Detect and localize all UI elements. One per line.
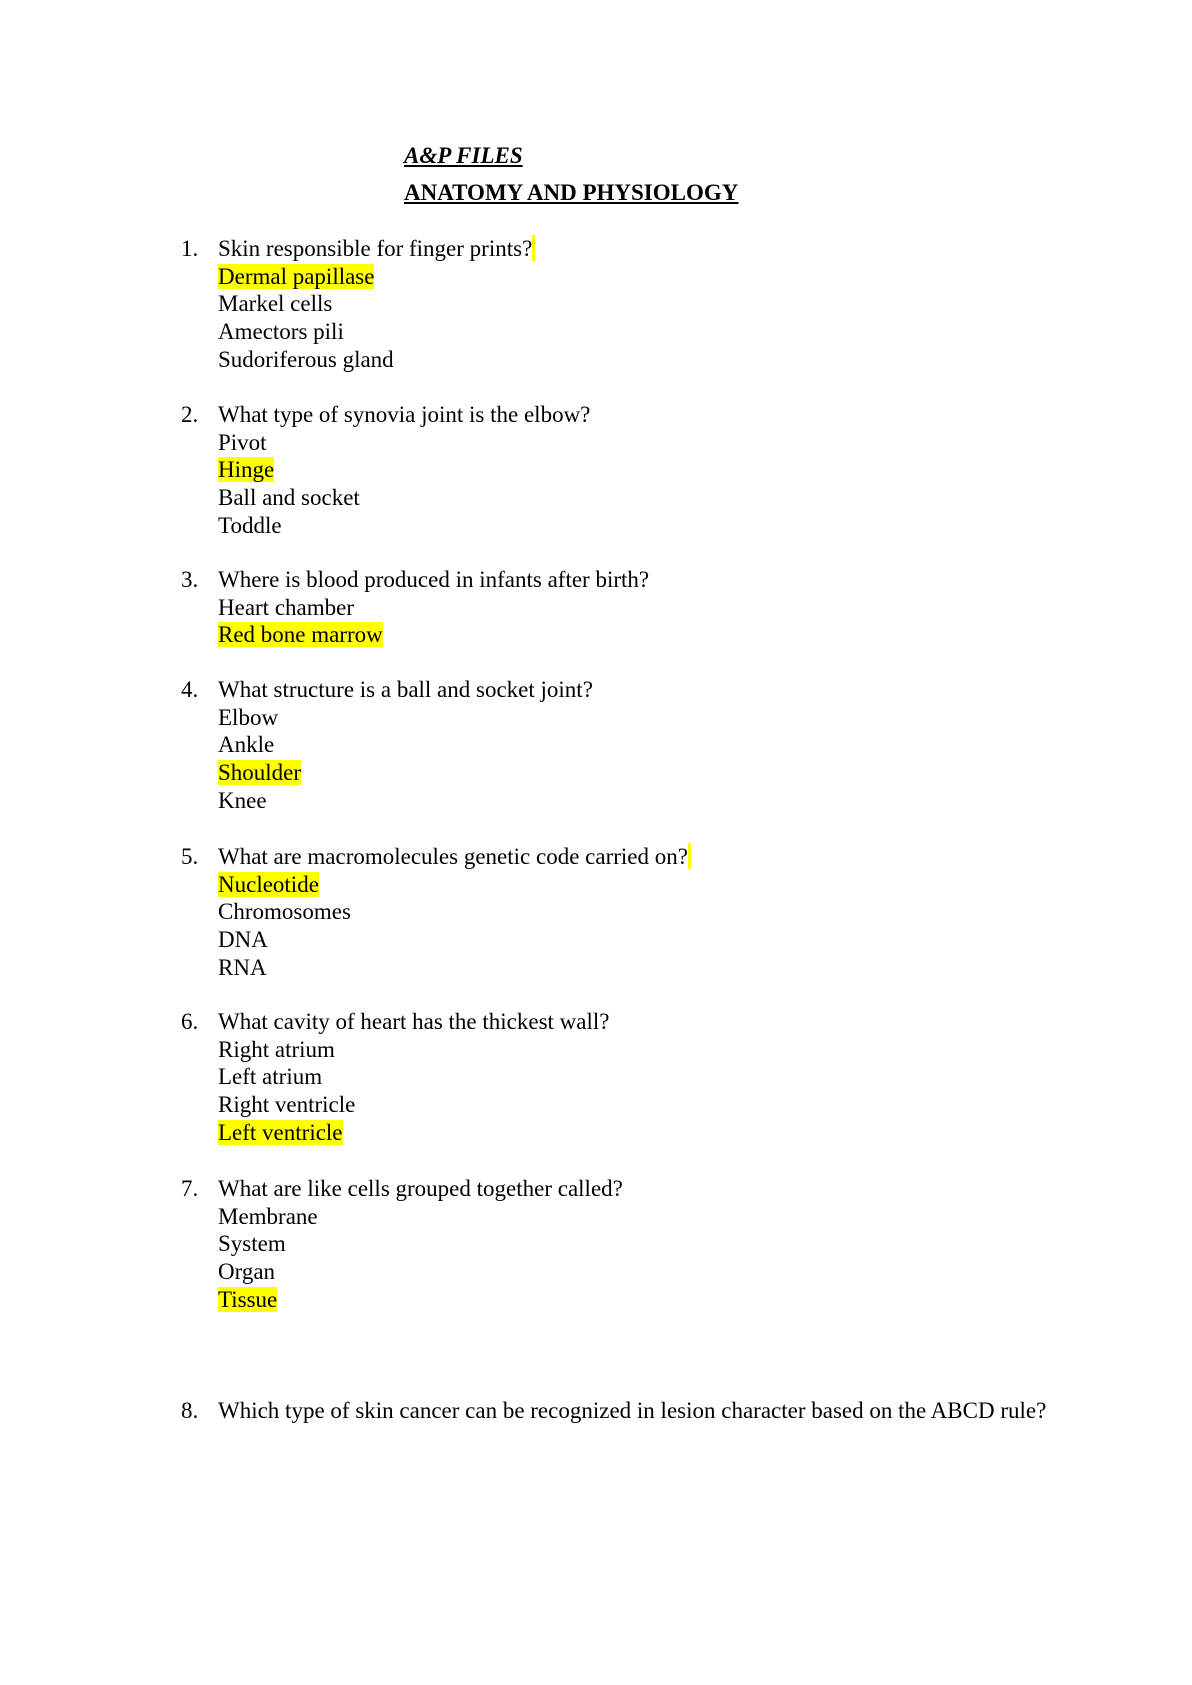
question-body: What are like cells grouped together cal…: [218, 1175, 1048, 1314]
question-number: 7.: [181, 1176, 199, 1201]
question-body: What type of synovia joint is the elbow?…: [218, 401, 1048, 540]
answer-option: Elbow: [218, 704, 279, 730]
correct-answer-option: Tissue: [218, 1286, 278, 1312]
answer-option: Organ: [218, 1259, 276, 1285]
question-body: What cavity of heart has the thickest wa…: [218, 1008, 1048, 1147]
question-body: Where is blood produced in infants after…: [218, 566, 1048, 649]
answer-option: Toddle: [218, 512, 282, 538]
highlight-mark: [687, 843, 691, 869]
answer-option: System: [218, 1231, 286, 1257]
question-number: 2.: [181, 402, 199, 427]
question-number: 1.: [181, 236, 199, 261]
doc-title: A&P FILES: [404, 143, 523, 168]
question-text: Where is blood produced in infants after…: [218, 567, 650, 592]
answer-option: Knee: [218, 787, 267, 813]
answer-option: Membrane: [218, 1203, 318, 1229]
answer-option: Markel cells: [218, 291, 333, 317]
answer-option: Ankle: [218, 732, 275, 758]
answer-option: Pivot: [218, 429, 267, 455]
question-text: Skin responsible for finger prints?: [218, 236, 533, 261]
answer-option: Right atrium: [218, 1036, 335, 1062]
answer-option: Right ventricle: [218, 1092, 356, 1118]
answer-option: Left atrium: [218, 1064, 323, 1090]
question-body: Skin responsible for finger prints?Derma…: [218, 235, 1048, 374]
question-text: Which type of skin cancer can be recogni…: [218, 1398, 1047, 1423]
answer-option: Ball and socket: [218, 485, 360, 511]
correct-answer-option: Red bone marrow: [218, 622, 383, 648]
answer-option: Heart chamber: [218, 594, 355, 620]
correct-answer-option: Dermal papillase: [218, 263, 375, 289]
question-body: Which type of skin cancer can be recogni…: [218, 1397, 1048, 1425]
question-text: What are macromolecules genetic code car…: [218, 844, 688, 869]
question-body: What structure is a ball and socket join…: [218, 676, 1048, 815]
correct-answer-option: Shoulder: [218, 760, 302, 786]
question-number: 4.: [181, 677, 199, 702]
answer-option: DNA: [218, 927, 268, 953]
correct-answer-option: Nucleotide: [218, 871, 319, 897]
question-text: What cavity of heart has the thickest wa…: [218, 1009, 610, 1034]
question-number: 8.: [181, 1398, 199, 1423]
question-number: 6.: [181, 1009, 199, 1034]
question-text: What structure is a ball and socket join…: [218, 677, 593, 702]
question-number: 3.: [181, 567, 199, 592]
answer-option: Sudoriferous gland: [218, 346, 394, 372]
question-text: What are like cells grouped together cal…: [218, 1176, 623, 1201]
correct-answer-option: Hinge: [218, 457, 275, 483]
answer-option: Chromosomes: [218, 899, 351, 925]
highlight-mark: [532, 235, 536, 261]
correct-answer-option: Left ventricle: [218, 1119, 343, 1145]
doc-subtitle: ANATOMY AND PHYSIOLOGY: [404, 180, 739, 205]
question-body: What are macromolecules genetic code car…: [218, 843, 1048, 982]
answer-option: Amectors pili: [218, 319, 344, 345]
answer-option: RNA: [218, 954, 267, 980]
question-number: 5.: [181, 844, 199, 869]
question-text: What type of synovia joint is the elbow?: [218, 402, 591, 427]
